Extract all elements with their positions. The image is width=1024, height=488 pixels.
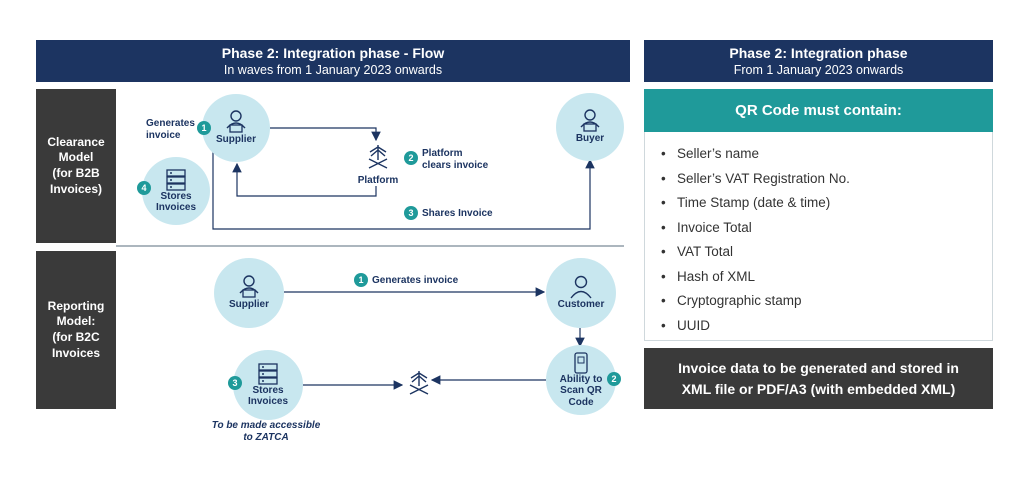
reporting-customer-node: Customer <box>546 258 616 328</box>
invoice-storage-note: Invoice data to be generated and stored … <box>644 348 993 409</box>
clearance-platform-node: Platform <box>348 142 408 187</box>
reporting-step-2-badge: 2 <box>607 372 621 386</box>
phase-header-subtitle: From 1 January 2023 onwards <box>733 63 904 77</box>
palm-swords-icon <box>409 371 429 395</box>
clearance-buyer-node: Buyer <box>556 93 624 161</box>
clearance-supplier-node: Supplier <box>202 94 270 162</box>
arrow-platform-to-supplier <box>232 162 377 197</box>
list-item: Hash of XML <box>661 265 992 290</box>
list-item: Invoice Total <box>661 216 992 241</box>
clearance-step-1-badge: 1 <box>197 121 211 135</box>
list-item: Seller’s name <box>661 142 992 167</box>
clearance-model-label: Clearance Model (for B2B Invoices) <box>36 89 116 243</box>
clearance-step-3-badge: 3 <box>404 206 418 220</box>
qr-contents-list: Seller’s name Seller’s VAT Registration … <box>644 132 993 341</box>
reporting-step-1-label: Generates invoice <box>372 275 459 286</box>
list-item: Seller’s VAT Registration No. <box>661 167 992 192</box>
person-icon <box>570 276 592 299</box>
phone-qr-icon <box>574 352 588 374</box>
clearance-step-1-label: Generates invoice <box>146 118 195 141</box>
reporting-supplier-node: Supplier <box>214 258 284 328</box>
phase-header-title: Phase 2: Integration phase <box>729 45 908 61</box>
arrow-supplier-to-platform <box>270 127 381 142</box>
clearance-step-2-label: Platform clears invoice <box>422 148 489 171</box>
list-item: Time Stamp (date & time) <box>661 191 992 216</box>
person-laptop-icon <box>239 275 259 298</box>
list-item: UUID <box>661 314 992 339</box>
reporting-platform-icon-wrap <box>404 368 434 401</box>
zatca-access-note: To be made accessible to ZATCA <box>211 420 321 443</box>
person-laptop-icon <box>226 110 246 133</box>
arrow-supplier-to-buyer <box>212 150 595 230</box>
clearance-stores-node: Stores Invoices <box>142 157 210 225</box>
qr-title-bar: QR Code must contain: <box>644 89 993 132</box>
phase-header: Phase 2: Integration phase From 1 Januar… <box>644 40 993 82</box>
palm-swords-icon <box>368 145 388 169</box>
flow-header-subtitle: In waves from 1 January 2023 onwards <box>223 63 443 77</box>
clearance-step-3-label: Shares Invoice <box>422 208 493 219</box>
reporting-step-3-badge: 3 <box>228 376 242 390</box>
reporting-scan-node: Ability to Scan QR Code <box>546 345 616 415</box>
reporting-step-1-badge: 1 <box>354 273 368 287</box>
reporting-model-label: Reporting Model: (for B2C Invoices <box>36 251 116 409</box>
clearance-step-2-badge: 2 <box>404 151 418 165</box>
list-item: VAT Total <box>661 240 992 265</box>
server-icon <box>166 168 186 191</box>
reporting-stores-node: Stores Invoices <box>233 350 303 420</box>
list-item: Cryptographic stamp <box>661 289 992 314</box>
clearance-step-4-badge: 4 <box>137 181 151 195</box>
person-laptop-icon <box>580 109 600 132</box>
server-icon <box>258 362 278 385</box>
flow-header-title: Phase 2: Integration phase - Flow <box>221 45 445 61</box>
flow-header: Phase 2: Integration phase - Flow In wav… <box>36 40 630 82</box>
